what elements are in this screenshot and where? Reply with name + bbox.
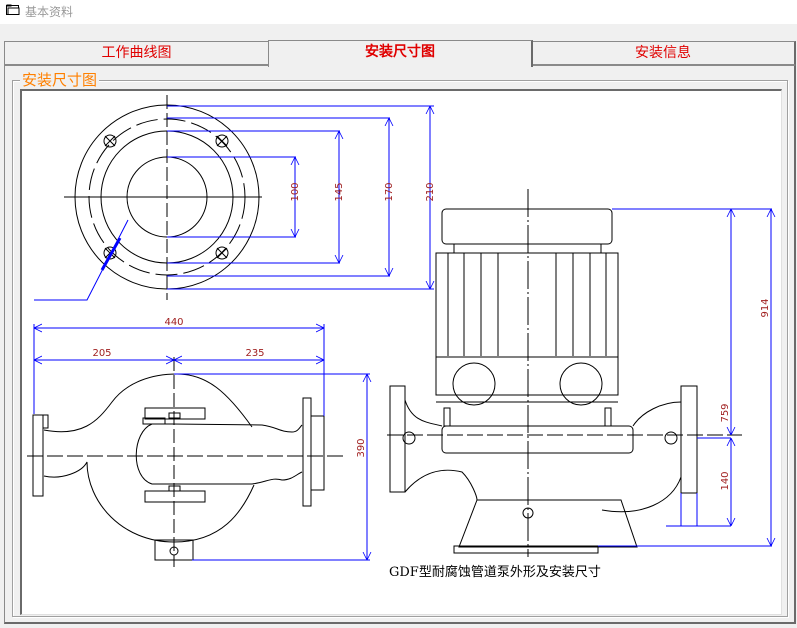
dim-100: 100 (290, 182, 301, 201)
side-view-dim-lines (598, 208, 772, 547)
motor-fins (447, 253, 607, 356)
volute-upper (43, 373, 253, 433)
dim-205: 205 (92, 348, 111, 359)
tab-performance-curve[interactable]: 工作曲线图 (4, 41, 270, 65)
dim-210: 210 (425, 182, 436, 201)
dim-145: 145 (334, 182, 345, 201)
flange-view (64, 95, 262, 300)
motor-mount-upper (144, 407, 206, 420)
tab-label: 工作曲线图 (101, 45, 172, 61)
motor-bracket (435, 356, 619, 396)
dim-140: 140 (720, 471, 731, 490)
dim-440: 440 (164, 317, 183, 328)
tab-installation-dimensions[interactable]: 安装尺寸图 (268, 40, 533, 67)
side-outlet-flange (680, 385, 698, 494)
top-view (27, 357, 347, 567)
volute-lower (43, 461, 255, 543)
window-title: 基本资料 (25, 5, 74, 19)
pump-base (458, 499, 638, 548)
motor-body (435, 252, 619, 358)
top-view-dim-texts: 440 205 235 390 (92, 317, 367, 458)
side-view-dim-texts: 914 759 140 (720, 298, 771, 490)
flange-dim-texts: 100 145 170 210 (290, 182, 436, 201)
outlet-flange (302, 397, 312, 507)
dim-235: 235 (245, 348, 264, 359)
installation-drawing-group (12, 80, 788, 617)
tab-label: 安装尺寸图 (365, 44, 435, 60)
flange-dim-lines (34, 105, 434, 301)
dim-390: 390 (356, 438, 367, 457)
side-inlet-flange (389, 385, 406, 493)
pump-shaft-housing (441, 425, 634, 454)
group-label: 安装尺寸图 (20, 71, 100, 89)
top-view-dim-lines (33, 324, 370, 561)
side-view (387, 189, 742, 557)
window-titlebar: 基本资料 (0, 0, 797, 24)
motor-mount-lower (144, 490, 206, 503)
fan-cover (441, 208, 613, 245)
tab-label: 安装信息 (635, 45, 691, 61)
pump-drawing: 100 145 170 210 (27, 95, 782, 580)
bolt-hole-leader (34, 219, 129, 301)
tab-installation-info[interactable]: 安装信息 (531, 41, 796, 65)
dim-914: 914 (760, 298, 771, 317)
folder-icon (6, 4, 20, 15)
dim-759: 759 (720, 403, 731, 422)
dim-170: 170 (384, 182, 395, 201)
drawing-canvas: 100 145 170 210 (20, 89, 782, 615)
drawing-caption: GDF型耐腐蚀管道泵外形及安装尺寸 (389, 565, 601, 580)
